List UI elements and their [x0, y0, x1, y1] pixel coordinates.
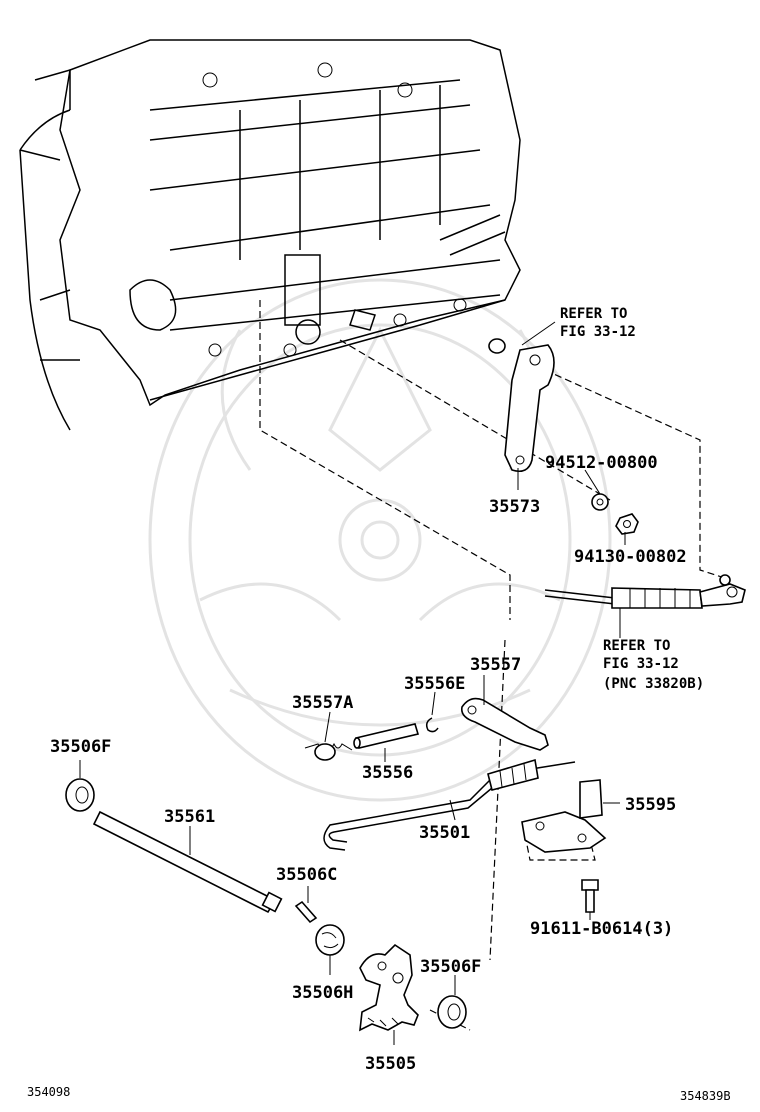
pin-35506C-icon [294, 900, 318, 924]
label-35506F-right: 35506F [420, 957, 481, 977]
label-35557A: 35557A [292, 693, 353, 713]
ref-note-2-line2: FIG 33-12 [603, 656, 679, 672]
label-35506F-left: 35506F [50, 737, 111, 757]
transmission-housing-icon [19, 39, 521, 431]
ref-note-2-line3: (PNC 33820B) [603, 676, 704, 692]
ref-note-2-line1: REFER TO [603, 638, 670, 654]
rod-35501-icon [323, 758, 576, 851]
label-94512-00800: 94512-00800 [545, 453, 658, 473]
shaft-35561-icon [92, 810, 283, 914]
clip-35556E-icon [425, 717, 439, 733]
pin-35556-icon [353, 723, 420, 749]
leader-lines [79, 321, 626, 1045]
label-35573: 35573 [489, 497, 540, 517]
label-35556: 35556 [362, 763, 413, 783]
label-35557: 35557 [470, 655, 521, 675]
seal-35506F-left-icon [65, 778, 95, 812]
lever-35557-icon [460, 697, 549, 751]
nut-94130-icon [615, 513, 639, 535]
bolt-91611-icon [581, 879, 599, 913]
ref-note-1-line1: REFER TO [560, 306, 627, 322]
label-35505: 35505 [365, 1054, 416, 1074]
washer-94512-icon [591, 493, 609, 511]
ref-note-1-line2: FIG 33-12 [560, 324, 636, 340]
label-35506H: 35506H [292, 983, 353, 1003]
label-35595: 35595 [625, 795, 676, 815]
corner-code-right: 354839B [680, 1089, 731, 1103]
seal-35506F-right-icon [437, 995, 467, 1029]
label-35556E: 35556E [404, 674, 465, 694]
bushing-35506H-icon [315, 924, 345, 956]
label-35506C: 35506C [276, 865, 337, 885]
watermark-emblem-icon [148, 278, 612, 802]
label-94130-00802: 94130-00802 [574, 547, 687, 567]
bracket-35595-icon [521, 779, 607, 853]
lever-35505-icon [359, 943, 419, 1032]
label-91611-B0614: 91611-B0614(3) [530, 919, 673, 939]
corner-code-left: 354098 [27, 1085, 70, 1099]
shift-cable-end-icon [544, 574, 746, 609]
spring-35557A-icon [304, 742, 353, 761]
lever-35573-icon [488, 338, 555, 473]
label-35561: 35561 [164, 807, 215, 827]
label-35501: 35501 [419, 823, 470, 843]
